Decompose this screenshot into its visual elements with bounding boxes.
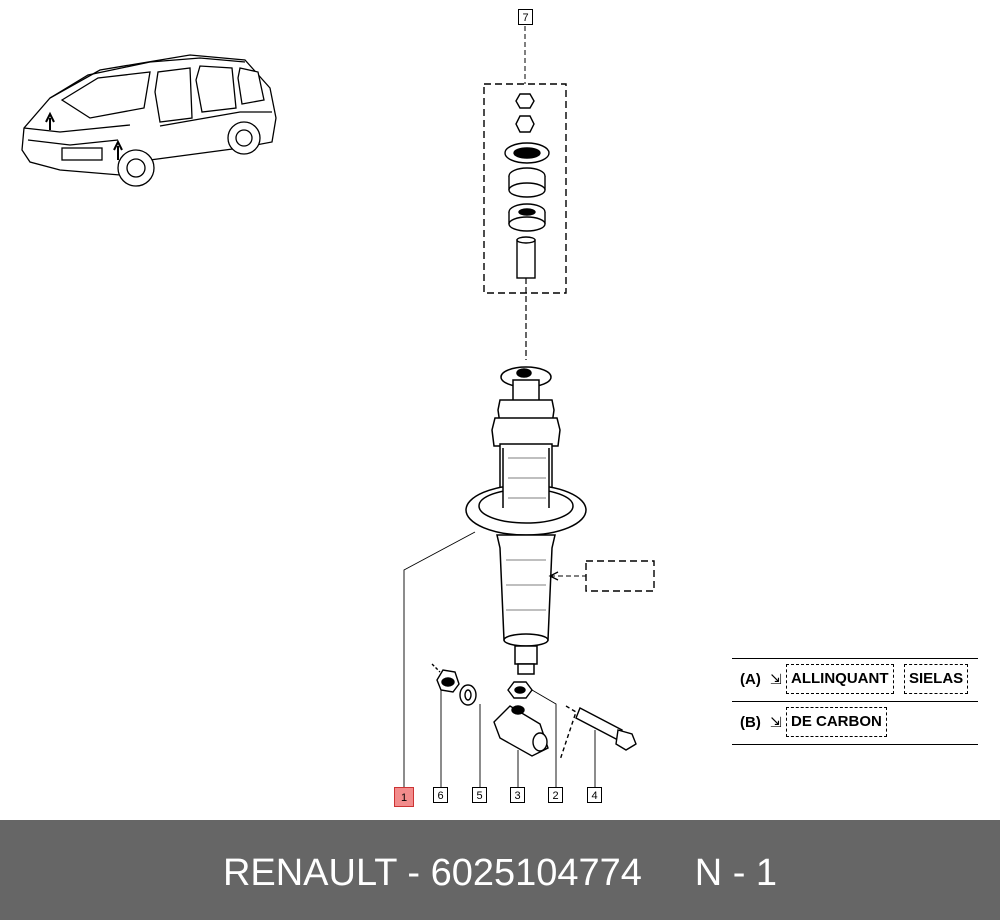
footer-part-number: RENAULT - 6025104774 N - 1 bbox=[222, 852, 778, 894]
legend-term-decarbon: DE CARBON bbox=[786, 707, 887, 737]
callout-7[interactable]: 7 bbox=[518, 9, 533, 25]
legend-row-b: (B) ⇲ DE CARBON bbox=[732, 702, 978, 745]
parts-diagram bbox=[21, 26, 655, 787]
callout-3[interactable]: 3 bbox=[510, 787, 525, 803]
legend-key-b: (B) bbox=[740, 714, 761, 731]
callout-1[interactable]: 1 bbox=[394, 787, 414, 807]
side-reference bbox=[548, 560, 655, 592]
link-arrow-icon: ⇲ bbox=[770, 714, 782, 730]
callout-4[interactable]: 4 bbox=[587, 787, 602, 803]
legend-key-a: (A) bbox=[740, 671, 761, 688]
callout-5[interactable]: 5 bbox=[472, 787, 487, 803]
footer-bar: RENAULT - 6025104774 N - 1 bbox=[0, 820, 1000, 920]
upper-mount-group bbox=[483, 26, 567, 360]
link-arrow-icon: ⇲ bbox=[770, 671, 782, 687]
leader-lines bbox=[403, 531, 596, 787]
callout-6[interactable]: 6 bbox=[433, 787, 448, 803]
van-illustration bbox=[21, 54, 277, 187]
callout-2[interactable]: 2 bbox=[548, 787, 563, 803]
shock-absorber bbox=[465, 366, 587, 675]
legend-term-sielas: SIELAS bbox=[904, 664, 969, 694]
legend-row-a: (A) ⇲ ALLINQUANT SIELAS bbox=[732, 659, 978, 702]
lower-hardware bbox=[431, 663, 637, 761]
legend-term-allinquant: ALLINQUANT bbox=[786, 664, 894, 694]
legend-top-rule bbox=[732, 658, 978, 659]
